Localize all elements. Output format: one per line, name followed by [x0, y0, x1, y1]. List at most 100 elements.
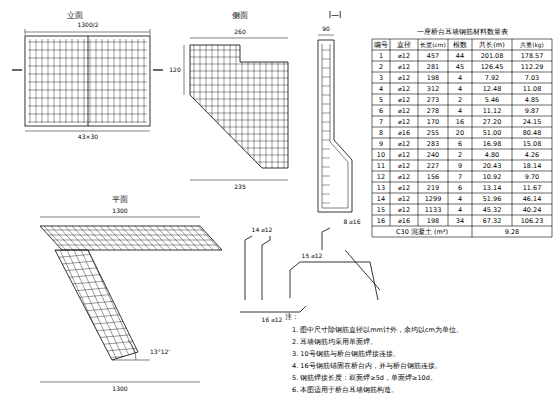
view-or-dimension-label: 立面	[66, 12, 84, 20]
rebar-line	[372, 83, 552, 84]
rebar-line	[184, 226, 206, 250]
rebar-line	[322, 167, 330, 168]
rebar-line	[254, 40, 255, 170]
rebar-line	[372, 149, 552, 150]
table-cell: 178.57	[521, 52, 544, 59]
rebar-line	[40, 277, 150, 287]
rebar-line	[156, 226, 178, 250]
rebar-line	[194, 40, 195, 170]
rebar-line	[36, 235, 226, 236]
rebar-line	[186, 155, 292, 156]
table-cell: 12	[377, 173, 385, 180]
rebar-line	[322, 77, 330, 78]
rebar-line	[40, 249, 150, 259]
rebar-line	[36, 39, 37, 123]
rebar-line	[149, 226, 171, 250]
rebar-line	[108, 39, 109, 123]
table-cell: ⌀12	[398, 151, 410, 158]
rebar-line	[200, 40, 201, 170]
view-or-dimension-label: 14 ⌀12	[251, 227, 274, 233]
rebar-line	[186, 85, 292, 86]
table-cell: 10.92	[483, 173, 502, 180]
rebar-line	[322, 68, 330, 69]
table-cell: 255	[427, 129, 439, 136]
rebar-line	[186, 141, 292, 142]
table-cell: 283	[427, 140, 439, 147]
table-header: 根数	[453, 41, 467, 48]
note-heading: 注：	[285, 314, 299, 321]
table-cell: 126.45	[481, 63, 504, 70]
rebar-line	[177, 226, 199, 250]
rebar-line	[372, 127, 552, 128]
table-cell: 106.23	[521, 217, 544, 224]
table-cell: 9	[379, 140, 383, 147]
rebar-line	[186, 50, 292, 51]
rebar-line	[186, 113, 292, 114]
rebar-line	[60, 250, 110, 360]
note-text: 6. 本图适用于桥台耳墙钢筋构造。	[292, 387, 398, 394]
rebar-line	[186, 127, 292, 128]
table-cell: 4	[458, 74, 462, 81]
table-cell: 1133	[425, 206, 442, 213]
table-cell: 67.32	[483, 217, 502, 224]
table-cell: 4	[458, 107, 462, 114]
table-cell: 10	[377, 151, 385, 158]
view-or-dimension-label: 120	[168, 67, 181, 73]
note-text: 3. 10号钢筋与桥台钢筋焊接连接。	[292, 351, 400, 358]
rebar-line	[322, 149, 330, 150]
rebar-line	[230, 40, 231, 170]
table-cell: ⌀12	[398, 85, 410, 92]
rebar-line	[512, 39, 513, 226]
table-cell: ⌀12	[398, 140, 410, 147]
table-cell: ⌀12	[398, 107, 410, 114]
rebar-line	[40, 361, 150, 371]
table-cell: 198	[427, 217, 439, 224]
table-cell: ⌀12	[398, 118, 410, 125]
table-cell: 5	[379, 96, 383, 103]
rebar-line	[552, 39, 553, 237]
rebar-line	[48, 39, 49, 123]
view-or-dimension-label: 1300/2	[76, 22, 99, 28]
rebar-line	[236, 40, 237, 170]
rebar-line	[40, 319, 150, 329]
table-cell: 112.29	[521, 63, 544, 70]
rebar-line	[248, 40, 249, 170]
rebar-line	[205, 226, 227, 250]
table-cell: 9	[458, 162, 462, 169]
table-cell: 45.32	[483, 206, 502, 213]
table-cell: 6	[458, 140, 462, 147]
rebar-line	[322, 50, 330, 51]
table-cell: 11.67	[523, 184, 542, 191]
rebar-line	[372, 50, 552, 51]
rebar-line	[102, 39, 103, 123]
rebar-line	[372, 193, 552, 194]
rebar-line	[72, 226, 94, 250]
rebar-line	[28, 42, 147, 43]
rebar-line	[114, 39, 115, 123]
table-cell: 278	[427, 107, 439, 114]
rebar-line	[36, 230, 226, 231]
rebar-line	[206, 40, 207, 170]
table-header: 长度(cm)	[420, 41, 445, 47]
table-cell: 20	[456, 129, 464, 136]
rebar-line	[322, 140, 330, 141]
rebar-line	[322, 113, 330, 114]
table-cell: 11.08	[523, 85, 542, 92]
rebar-line	[372, 182, 552, 183]
note-text: 4. 16号钢筋锚固在桥台内，并与桥台钢筋连接。	[292, 363, 442, 370]
rebar-line	[186, 57, 292, 58]
rebar-line	[88, 250, 138, 360]
rebar-line	[40, 326, 150, 336]
rebar-line	[322, 185, 330, 186]
table-cell: 7	[379, 118, 383, 125]
rebar-line	[372, 171, 552, 172]
rebar-line	[372, 215, 552, 216]
table-cell: ⌀12	[398, 206, 410, 213]
table-cell: 6	[458, 184, 462, 191]
rebar-line	[40, 333, 150, 343]
table-cell: 7	[458, 173, 462, 180]
table-cell: 5.46	[485, 96, 499, 103]
rebar-line	[372, 237, 552, 238]
rebar-line	[90, 39, 91, 123]
